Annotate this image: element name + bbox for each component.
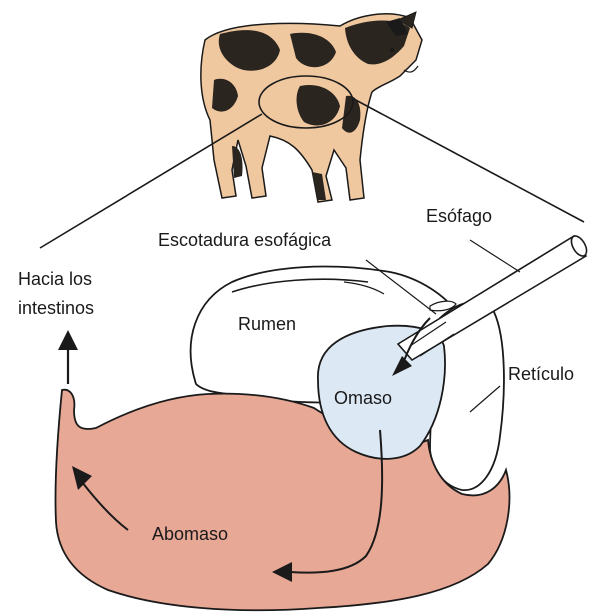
- label-esofago: Esófago: [426, 206, 492, 226]
- label-escotadura-esofagica: Escotadura esofágica: [158, 230, 332, 250]
- label-reticulo: Retículo: [508, 364, 574, 384]
- label-rumen: Rumen: [238, 314, 296, 334]
- label-omaso: Omaso: [334, 388, 392, 408]
- label-abomaso: Abomaso: [152, 524, 228, 544]
- zoom-line-right: [352, 98, 584, 222]
- intestines-arrow-head: [58, 330, 78, 350]
- calf-icon: [201, 12, 422, 202]
- leader-esofago: [470, 240, 520, 272]
- label-intestinos: intestinos: [18, 298, 94, 318]
- label-hacia-los: Hacia los: [18, 269, 92, 289]
